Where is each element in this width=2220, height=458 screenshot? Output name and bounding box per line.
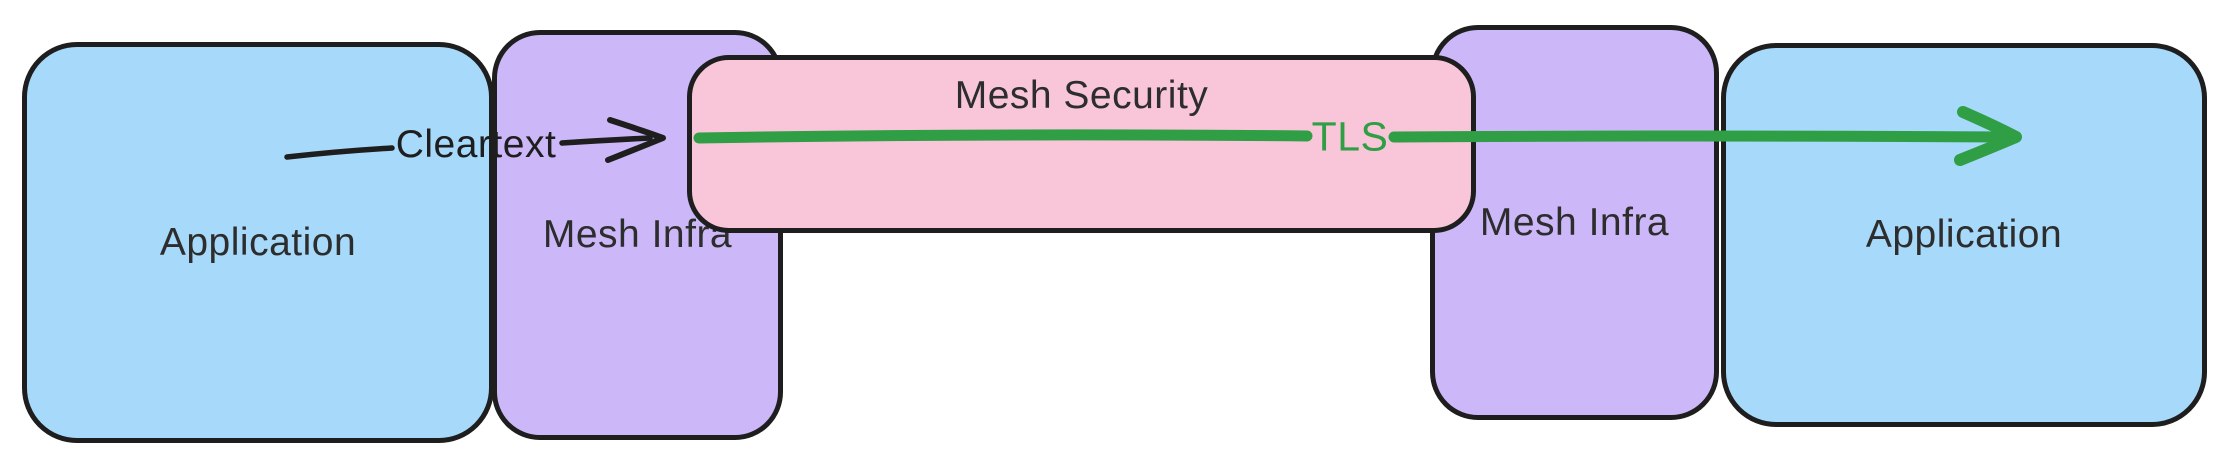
mesh-infra-right-box: Mesh Infra: [1430, 25, 1719, 420]
tls-arrow-label: TLS: [1311, 113, 1389, 160]
application-left-box: Application: [22, 42, 494, 443]
application-right-label: Application: [1865, 213, 2063, 256]
application-right-box: Application: [1721, 43, 2207, 427]
cleartext-arrow-label: Cleartext: [395, 123, 557, 166]
application-left-label: Application: [159, 220, 357, 264]
mesh-security-box: Mesh Security: [687, 55, 1476, 233]
mesh-infra-right-label: Mesh Infra: [1479, 200, 1670, 244]
mesh-security-label: Mesh Security: [954, 74, 1209, 117]
